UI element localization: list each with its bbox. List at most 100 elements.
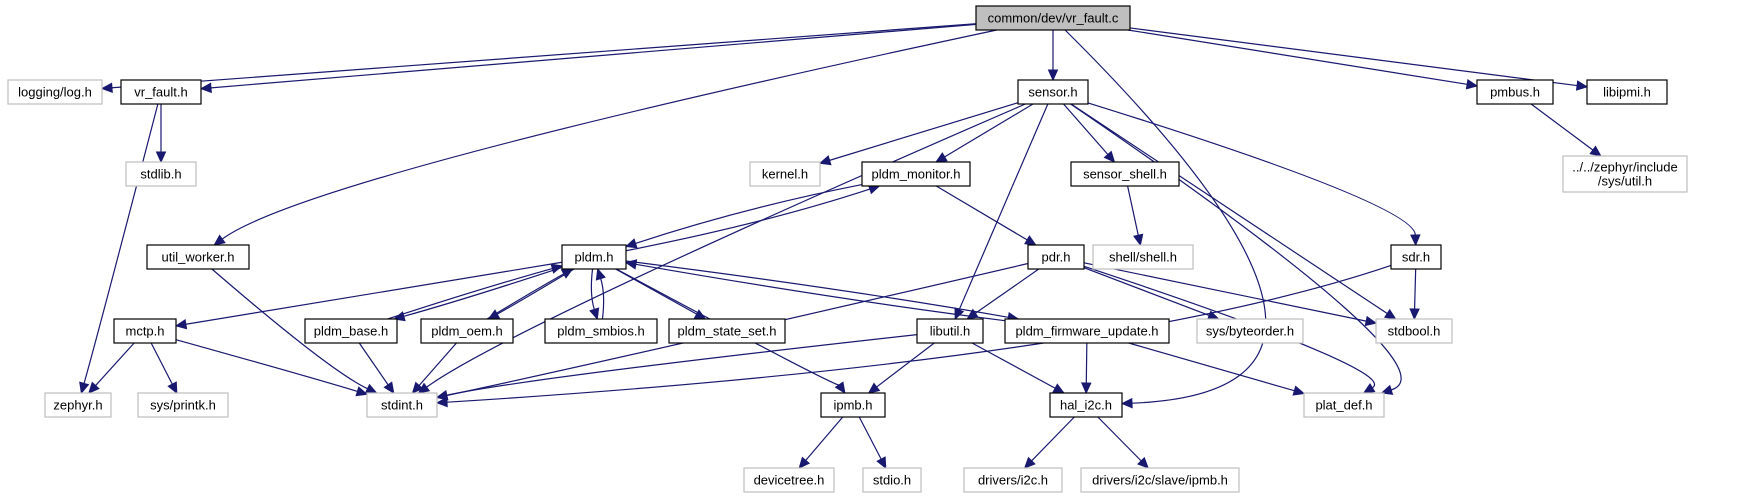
node-sys-byteorder-h: sys/byteorder.h bbox=[1196, 318, 1304, 344]
edge-pldm-h-to-pldm-monitor-h bbox=[625, 184, 881, 252]
node-drivers-i2c-h: drivers/i2c.h bbox=[963, 467, 1063, 493]
node-label: pdr.h bbox=[1042, 250, 1071, 265]
node-sensor-h[interactable]: sensor.h bbox=[1017, 79, 1089, 105]
arrowhead bbox=[935, 152, 948, 163]
node-sensor-shell-h[interactable]: sensor_shell.h bbox=[1070, 161, 1180, 187]
edge-sensor-h-to-stdbool-h bbox=[1070, 103, 1397, 320]
edge-sensor-h-to-pldm-monitor-h bbox=[935, 103, 1034, 163]
edge-hal-i2c-h-to-drivers-i2c-h bbox=[1023, 416, 1075, 469]
node-sdr-h[interactable]: sdr.h bbox=[1390, 244, 1442, 270]
node-label: hal_i2c.h bbox=[1060, 398, 1112, 413]
node-pldm-firmware-update-h[interactable]: pldm_firmware_update.h bbox=[1004, 318, 1170, 344]
edge-vr-fault-c-to-hal-i2c-h bbox=[1064, 29, 1267, 409]
node-pldm-oem-h[interactable]: pldm_oem.h bbox=[420, 318, 514, 344]
edge-line bbox=[1070, 103, 1388, 315]
arrowhead bbox=[383, 381, 395, 395]
edge-line bbox=[426, 103, 1026, 388]
edge-pldm-firmware-update-h-to-hal-i2c-h bbox=[1081, 342, 1092, 395]
edge-line bbox=[616, 268, 840, 386]
node-box bbox=[1070, 161, 1180, 187]
node-pldm-monitor-h[interactable]: pldm_monitor.h bbox=[861, 161, 971, 187]
node-label: drivers/i2c.h bbox=[978, 473, 1048, 488]
node-stdbool-h: stdbool.h bbox=[1375, 318, 1453, 344]
node-stdint-h: stdint.h bbox=[366, 392, 438, 418]
node-pldm-base-h[interactable]: pldm_base.h bbox=[304, 318, 398, 344]
arrowhead bbox=[364, 383, 378, 394]
edge-libutil-h-to-hal-i2c-h bbox=[971, 342, 1066, 394]
node-libutil-h[interactable]: libutil.h bbox=[916, 318, 984, 344]
node-pdr-h[interactable]: pdr.h bbox=[1027, 244, 1085, 270]
node-box bbox=[366, 392, 438, 418]
edge-line bbox=[221, 29, 997, 240]
edge-vr-fault-c-to-libipmi-h bbox=[1129, 27, 1589, 91]
node-box bbox=[1080, 467, 1240, 493]
node-vr-fault-h[interactable]: vr_fault.h bbox=[120, 79, 202, 105]
node-pldm-state-set-h[interactable]: pldm_state_set.h bbox=[668, 318, 786, 344]
node-zephyr-util-h: ../../zephyr/include/sys/util.h bbox=[1562, 155, 1688, 193]
edge-ipmb-h-to-stdio-h bbox=[858, 416, 887, 470]
arrowhead bbox=[818, 155, 832, 166]
arrowhead bbox=[100, 82, 113, 93]
edge-vr-fault-c-to-pmbus-h bbox=[1127, 29, 1479, 90]
node-label: sys/byteorder.h bbox=[1206, 324, 1294, 339]
edge-sensor-h-to-sdr-h bbox=[1087, 102, 1421, 247]
edge-line bbox=[858, 416, 882, 460]
arrowhead bbox=[199, 82, 212, 94]
edge-line bbox=[635, 183, 863, 244]
node-label: drivers/i2c/slave/ipmb.h bbox=[1092, 473, 1228, 488]
node-hal-i2c-h[interactable]: hal_i2c.h bbox=[1049, 392, 1123, 418]
node-label: ../../zephyr/include bbox=[1572, 160, 1678, 175]
edge-mctp-h-to-stdint-h bbox=[175, 339, 369, 397]
node-label: pldm_firmware_update.h bbox=[1015, 324, 1158, 339]
edge-line bbox=[211, 268, 368, 390]
edge-line bbox=[1064, 29, 1267, 404]
node-pldm-smbios-h[interactable]: pldm_smbios.h bbox=[544, 318, 658, 344]
edge-pldm-smbios-h-to-pldm-h bbox=[595, 267, 606, 320]
node-label: vr_fault.h bbox=[134, 85, 187, 100]
edge-line bbox=[150, 342, 173, 385]
node-label: pldm_base.h bbox=[314, 324, 388, 339]
edge-pldm-h-to-pldm-oem-h bbox=[487, 268, 575, 320]
node-libipmi-h[interactable]: libipmi.h bbox=[1586, 79, 1668, 105]
node-box bbox=[1017, 79, 1089, 105]
edge-pldm-base-h-to-pldm-h bbox=[387, 263, 564, 320]
arrowhead bbox=[435, 396, 448, 408]
node-sys-printk-h: sys/printk.h bbox=[137, 392, 229, 418]
edge-line bbox=[1083, 267, 1210, 316]
arrowhead bbox=[1589, 145, 1602, 157]
edge-hal-i2c-h-to-drivers-i2c-slave-ipmb-h bbox=[1097, 416, 1150, 469]
edge-pldm-h-to-pldm-base-h bbox=[392, 266, 563, 322]
node-pldm-h[interactable]: pldm.h bbox=[561, 244, 627, 270]
arrowhead bbox=[966, 308, 979, 320]
node-kernel-h: kernel.h bbox=[749, 161, 821, 187]
node-label: libutil.h bbox=[930, 324, 970, 339]
edge-pldm-firmware-update-h-to-pldm-h bbox=[624, 259, 1006, 322]
arrowhead bbox=[1052, 383, 1066, 394]
edge-pmbus-h-to-zephyr-util-h bbox=[1530, 103, 1602, 157]
node-vr-fault-c[interactable]: common/dev/vr_fault.c bbox=[975, 5, 1131, 31]
node-label: logging/log.h bbox=[18, 85, 92, 100]
edge-line bbox=[876, 342, 935, 388]
arrowhead bbox=[213, 234, 226, 246]
node-box bbox=[1004, 318, 1170, 344]
arrowhead bbox=[1380, 384, 1394, 395]
edge-mctp-h-to-zephyr-h bbox=[88, 342, 135, 394]
edge-libutil-h-to-stdint-h bbox=[435, 334, 918, 401]
node-label: pldm_state_set.h bbox=[677, 324, 776, 339]
node-ipmb-h[interactable]: ipmb.h bbox=[820, 392, 886, 418]
node-util-worker-h[interactable]: util_worker.h bbox=[146, 244, 250, 270]
node-box bbox=[120, 79, 202, 105]
arrowhead bbox=[435, 389, 449, 401]
node-box bbox=[1049, 392, 1123, 418]
node-pmbus-h[interactable]: pmbus.h bbox=[1476, 79, 1554, 105]
edge-line bbox=[446, 264, 1392, 403]
arrowhead bbox=[79, 381, 90, 395]
edge-vr-fault-c-to-logging-log-h bbox=[100, 23, 977, 93]
node-label: stdint.h bbox=[381, 398, 423, 413]
edge-line bbox=[358, 342, 389, 386]
edge-line bbox=[486, 273, 565, 320]
edge-line bbox=[446, 262, 1029, 397]
arrowhead bbox=[411, 381, 424, 394]
node-mctp-h[interactable]: mctp.h bbox=[113, 318, 177, 344]
